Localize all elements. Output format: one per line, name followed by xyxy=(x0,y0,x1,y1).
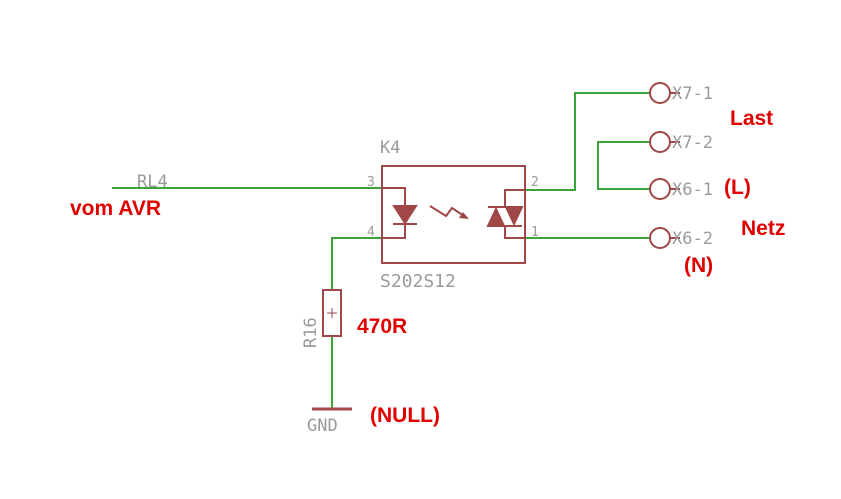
wire-x7-2-to-x6-1 xyxy=(597,141,650,190)
pin-label-3: 3 xyxy=(367,175,375,190)
led-diode-icon xyxy=(392,205,418,225)
wire-pin4-to-resistor xyxy=(331,237,382,290)
triac-icon-right xyxy=(504,206,524,227)
connector-label-x6-2: X6-2 xyxy=(672,229,713,249)
annotation-netz: Netz xyxy=(741,217,785,240)
connector-pad-icon xyxy=(649,82,671,104)
triac-wiring-top xyxy=(504,189,525,207)
optocoupler-k4 xyxy=(381,165,526,264)
connector-label-x7-2: X7-2 xyxy=(672,133,713,153)
pin-label-1: 1 xyxy=(531,225,539,240)
resistor-r16 xyxy=(322,289,342,337)
pin-label-4: 4 xyxy=(367,225,375,240)
connector-pad-icon xyxy=(649,178,671,200)
connector-x6-1 xyxy=(649,178,680,200)
connector-pad-icon xyxy=(649,131,671,153)
annotation-n: (N) xyxy=(684,254,713,277)
annotation-last: Last xyxy=(730,107,773,130)
connector-pad-icon xyxy=(649,227,671,249)
triac-icon-left xyxy=(486,206,506,227)
connector-x6-2 xyxy=(649,227,680,249)
optocoupler-part-label: S202S12 xyxy=(380,271,456,292)
connector-x7-1 xyxy=(649,82,680,104)
wires xyxy=(112,92,650,408)
annotation-vom-avr: vom AVR xyxy=(70,197,161,220)
connector-label-x6-1: X6-1 xyxy=(672,180,713,200)
light-arrow-icon xyxy=(429,205,468,219)
annotation-l: (L) xyxy=(724,176,751,199)
resistor-body xyxy=(322,289,342,337)
gnd-label: GND xyxy=(307,416,338,436)
annotation-null: (NULL) xyxy=(370,404,440,427)
connectors xyxy=(649,82,680,249)
resistor-ref-label: R16 xyxy=(301,317,321,348)
led-wiring-bottom xyxy=(382,224,406,239)
triac-wiring-bottom xyxy=(504,226,525,239)
annotation-resistor-value: 470R xyxy=(357,315,407,338)
led-wiring-top xyxy=(382,187,406,205)
optocoupler-ref-label: K4 xyxy=(380,138,400,158)
optocoupler-body xyxy=(381,165,526,264)
wire-pin2-to-x7-1 xyxy=(525,92,650,191)
pin-label-2: 2 xyxy=(531,175,539,190)
light-arrow-head xyxy=(459,212,469,219)
net-label-rl4: RL4 xyxy=(137,172,168,192)
connector-x7-2 xyxy=(649,131,680,153)
connector-label-x7-1: X7-1 xyxy=(672,84,713,104)
